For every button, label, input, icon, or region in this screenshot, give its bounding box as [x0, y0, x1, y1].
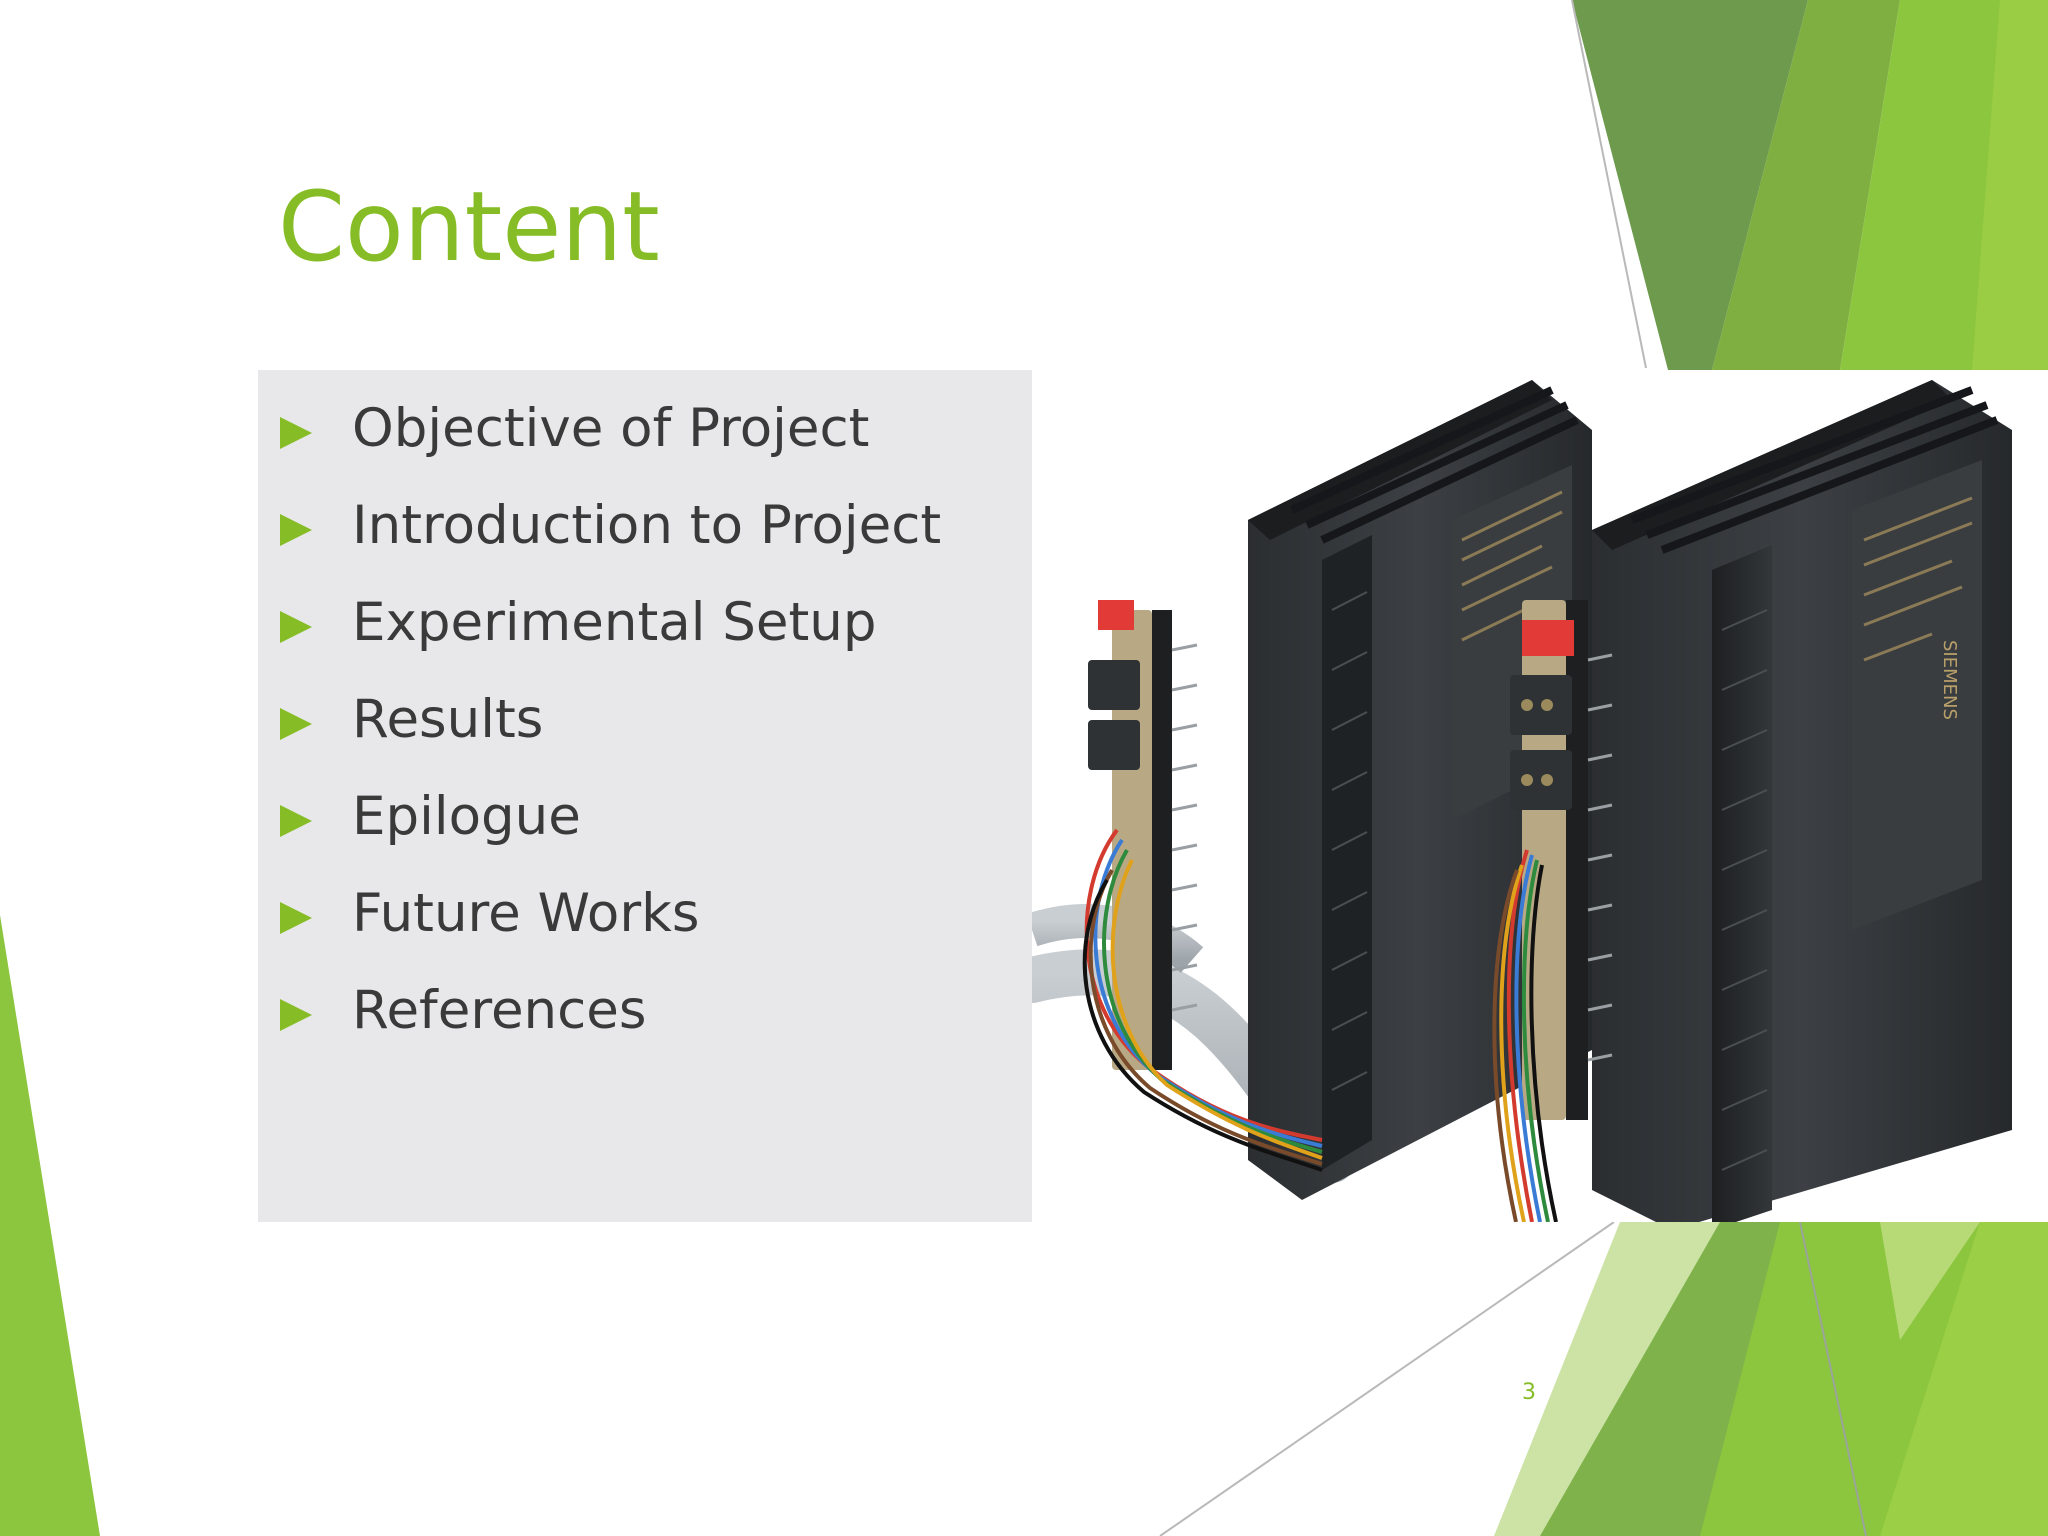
- bullet-label: Objective of Project: [352, 398, 870, 459]
- wire-bundle-right: [1492, 849, 1558, 1223]
- play-arrow-icon: [280, 610, 312, 643]
- list-item: Introduction to Project: [280, 477, 941, 574]
- list-item: Future Works: [280, 865, 941, 962]
- list-item: Results: [280, 671, 941, 768]
- list-item: Experimental Setup: [280, 574, 941, 671]
- bullet-label: Experimental Setup: [352, 592, 877, 653]
- play-arrow-icon: [280, 804, 312, 837]
- left-green-sliver: [0, 915, 100, 1536]
- top-right-shape-dark: [1572, 0, 1808, 370]
- io-module-right: SIEMENS: [1592, 380, 2012, 1230]
- page-number: 3: [1522, 1380, 1536, 1405]
- wire-bundle-left: [1082, 828, 1323, 1172]
- slide-title: Content: [278, 171, 660, 283]
- bottom-right-shape-highlight: [1880, 1222, 1980, 1340]
- list-item: Epilogue: [280, 768, 941, 865]
- bullet-label: Results: [352, 689, 544, 750]
- bottom-right-thin-line: [1799, 1221, 1867, 1536]
- bullet-label: Epilogue: [352, 786, 581, 847]
- bottom-right-shape-edge: [1880, 1222, 2048, 1536]
- bullet-label: References: [352, 980, 647, 1041]
- play-arrow-icon: [280, 707, 312, 740]
- bullet-panel: Objective of Project Introduction to Pro…: [258, 370, 1032, 1222]
- top-right-shape-mid: [1712, 0, 1900, 370]
- list-item: References: [280, 962, 941, 1059]
- play-arrow-icon: [280, 901, 312, 934]
- bullet-label: Future Works: [352, 883, 700, 944]
- bullet-list: Objective of Project Introduction to Pro…: [280, 380, 941, 1059]
- plc-modules-photo: SIEMENS: [1009, 370, 2048, 1230]
- list-item: Objective of Project: [280, 380, 941, 477]
- play-arrow-icon: [280, 416, 312, 449]
- top-right-shape-edge: [1972, 0, 2048, 370]
- plc-modules-illustration: SIEMENS: [1009, 380, 2012, 1230]
- top-right-thin-line: [1571, 0, 1647, 369]
- play-arrow-icon: [280, 513, 312, 546]
- play-arrow-icon: [280, 998, 312, 1031]
- terminal-connector-left: [1088, 600, 1198, 1070]
- module-brand: SIEMENS: [1939, 640, 1960, 720]
- bullet-label: Introduction to Project: [352, 495, 942, 556]
- bottom-thin-line: [1159, 1221, 1615, 1536]
